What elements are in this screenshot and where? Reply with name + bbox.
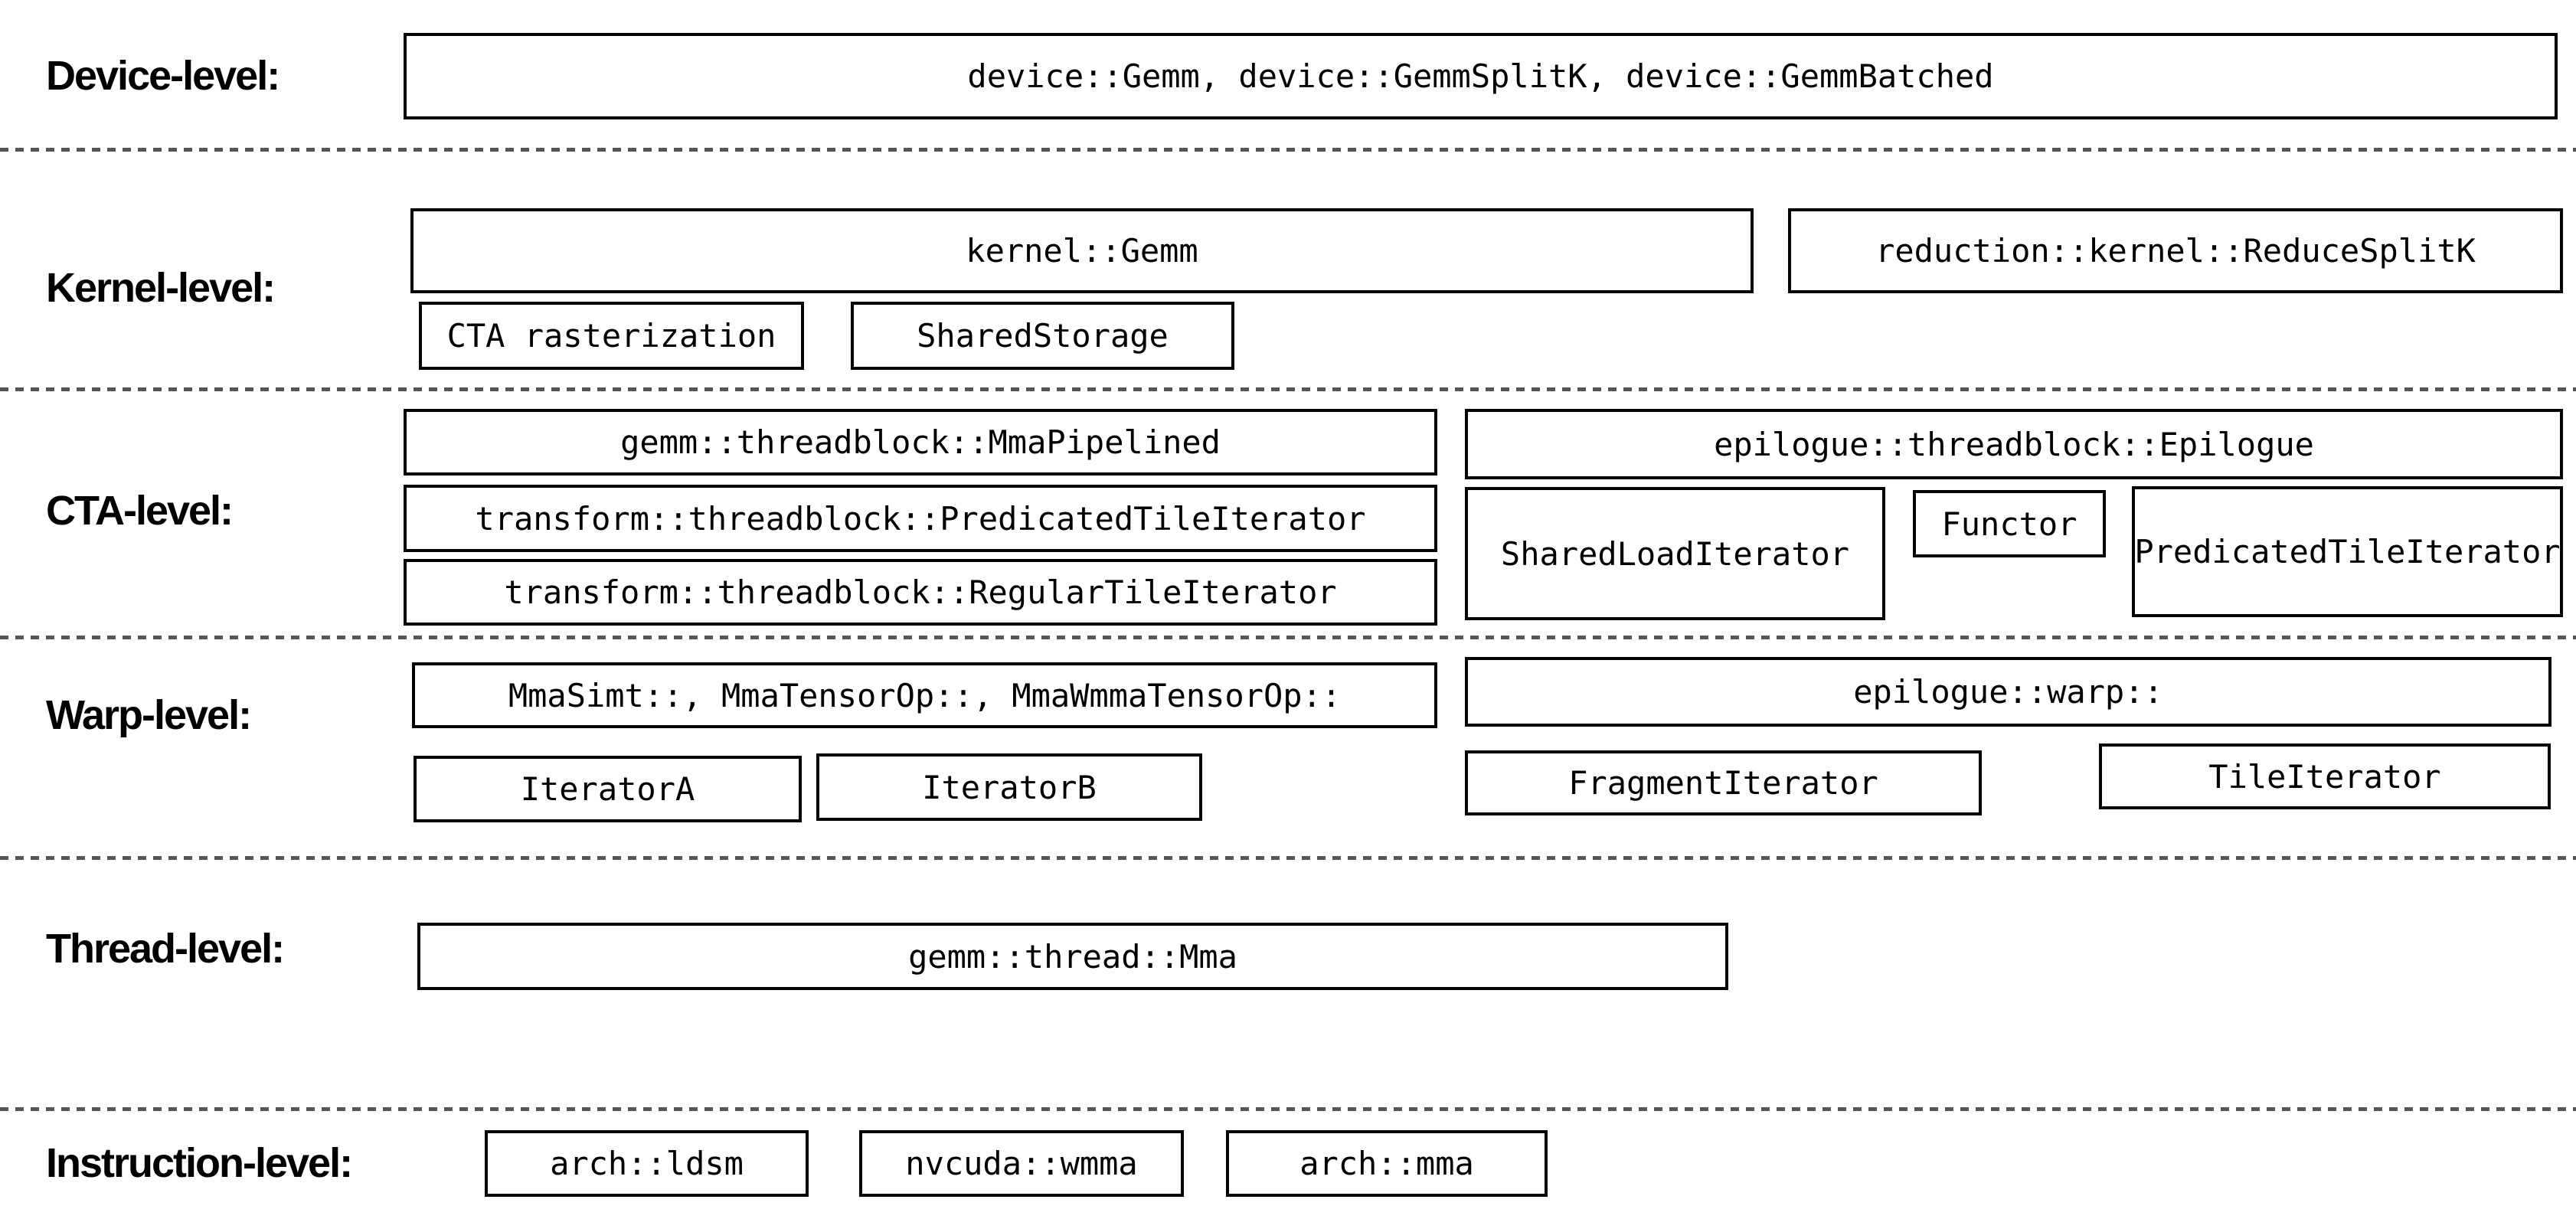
mma-pipelined-box: gemm::threadblock::MmaPipelined: [404, 409, 1437, 476]
shared-storage-box: SharedStorage: [851, 302, 1234, 370]
divider-after-cta-level: [0, 636, 2576, 639]
iterator-a-box: IteratorA: [414, 756, 802, 822]
cta-level-label: CTA-level:: [46, 488, 234, 534]
device-gemm-box: device::Gemm, device::GemmSplitK, device…: [404, 33, 2558, 119]
cta-rasterization-box: CTA rasterization: [419, 302, 804, 370]
epilogue-predicated-tile-iterator-box: PredicatedTileIterator: [2132, 486, 2563, 617]
transform-predicated-tile-iterator-box: transform::threadblock::PredicatedTileIt…: [404, 485, 1437, 552]
tile-iterator-box: TileIterator: [2099, 743, 2551, 809]
arch-mma-box: arch::mma: [1226, 1130, 1548, 1197]
iterator-b-box: IteratorB: [816, 753, 1202, 821]
divider-after-device-level: [0, 148, 2576, 152]
shared-load-iterator-box: SharedLoadIterator: [1465, 487, 1885, 620]
warp-level-label: Warp-level:: [46, 692, 252, 738]
kernel-level-label: Kernel-level:: [46, 265, 276, 311]
epilogue-warp-box: epilogue::warp::: [1465, 657, 2551, 727]
warp-mma-variants-box: MmaSimt::, MmaTensorOp::, MmaWmmaTensorO…: [412, 662, 1437, 728]
divider-after-kernel-level: [0, 387, 2576, 391]
fragment-iterator-box: FragmentIterator: [1465, 750, 1982, 815]
arch-ldsm-box: arch::ldsm: [485, 1130, 809, 1197]
reduction-kernel-reducesplitk-box: reduction::kernel::ReduceSplitK: [1788, 208, 2563, 293]
transform-regular-tile-iterator-box: transform::threadblock::RegularTileItera…: [404, 559, 1437, 626]
kernel-gemm-box: kernel::Gemm: [410, 208, 1754, 293]
thread-mma-box: gemm::thread::Mma: [417, 923, 1728, 990]
divider-before-instruction-level: [0, 1107, 2576, 1111]
thread-level-label: Thread-level:: [46, 926, 285, 972]
device-level-label: Device-level:: [46, 53, 280, 99]
epilogue-threadblock-box: epilogue::threadblock::Epilogue: [1465, 409, 2563, 479]
functor-box: Functor: [1913, 490, 2106, 557]
nvcuda-wmma-box: nvcuda::wmma: [859, 1130, 1184, 1197]
instruction-level-label: Instruction-level:: [46, 1140, 353, 1186]
divider-after-warp-level: [0, 856, 2576, 860]
